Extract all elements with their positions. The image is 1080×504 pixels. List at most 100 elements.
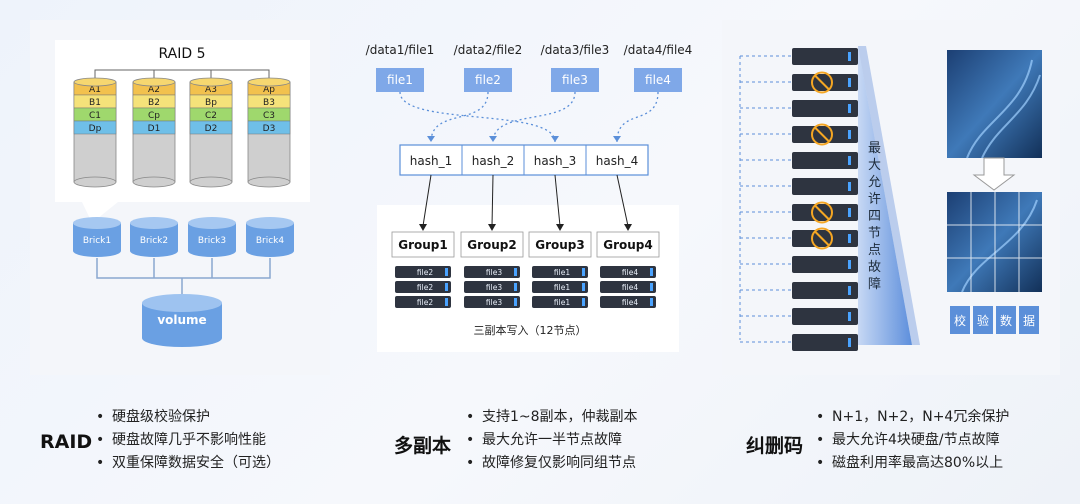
raid-title: RAID 5	[158, 46, 205, 62]
replica-caption: 三副本写入（12节点）	[474, 323, 587, 337]
raid-bracket	[94, 69, 270, 78]
file-path: /data2/file2	[454, 43, 523, 57]
ec-servers	[792, 48, 858, 351]
group-label: Group3	[535, 238, 585, 252]
ec-dashes	[739, 55, 792, 343]
brick-cylinder: Brick4	[246, 217, 294, 257]
raid-bullet: 硬盘故障几乎不影响性能	[96, 429, 280, 452]
raid-block-label: D3	[263, 124, 276, 134]
hash-cell: hash_1	[410, 154, 452, 168]
file-chip-label: file1	[387, 73, 413, 87]
raid-diagram: RAID 5 A1B1C1DpA2B2CpD1A3BpC2D2ApB3C3D3 …	[55, 40, 310, 347]
hash-flow-line	[492, 91, 576, 143]
replica-bullets: 支持1~8副本，仲裁副本 最大允许一半节点故障 故障修复仅影响同组节点	[466, 406, 638, 475]
ec-server	[792, 282, 858, 299]
file-chip	[464, 68, 512, 92]
raid-block-label: D1	[148, 124, 161, 134]
raid-block-label: B3	[263, 98, 275, 108]
raid-block-label: D2	[205, 124, 218, 134]
group-disk-label: file4	[622, 268, 638, 277]
ec-server	[792, 256, 858, 273]
file-path: /data1/file1	[366, 43, 435, 57]
hash-cell: hash_2	[472, 154, 514, 168]
ec-server	[792, 230, 858, 247]
group-arrow	[554, 174, 561, 227]
volume-cylinder: volume	[142, 294, 222, 347]
group-disk	[464, 266, 520, 278]
raid-bullet: 硬盘级校验保护	[96, 406, 280, 429]
group-box	[391, 231, 455, 258]
check-cell-label: 验	[977, 313, 989, 328]
raid-block-label: C1	[89, 111, 101, 121]
hash-cell: hash_3	[534, 154, 576, 168]
ec-check-cells: 校验数据	[950, 306, 1039, 334]
replica-label: 多副本	[394, 435, 452, 457]
ec-server	[792, 308, 858, 325]
ec-beam	[858, 46, 912, 345]
ec-server	[792, 152, 858, 169]
brick-label: Brick4	[256, 236, 285, 246]
dna-image-top	[947, 50, 1042, 158]
group-label: Group4	[603, 238, 653, 252]
hash-flow-line	[399, 91, 556, 143]
ec-label: 纠删码	[746, 435, 804, 457]
group-disk-label: file1	[554, 268, 570, 277]
hash-cell: hash_4	[596, 154, 638, 168]
raid-block-label: Bp	[205, 98, 217, 108]
ec-server	[792, 100, 858, 117]
down-arrow-icon	[972, 157, 1016, 191]
check-cell-label: 校	[954, 313, 966, 328]
raid-block-label: Cp	[148, 111, 160, 121]
group-disk	[532, 266, 588, 278]
file-chip-label: file2	[475, 73, 501, 87]
ec-vertical-text: 最大允许四节点故障	[868, 141, 881, 292]
ec-bullets: N+1，N+2，N+4冗余保护 最大允许4块硬盘/节点故障 磁盘利用率最高达80…	[816, 406, 1009, 475]
raid-label: RAID	[40, 431, 93, 453]
file-chip	[376, 68, 424, 92]
group-disk-label: file4	[622, 283, 638, 292]
raid-block-label: A2	[148, 85, 160, 95]
replica-diagram: /data1/file1file1/data2/file2file2/data3…	[366, 43, 693, 352]
file-path: /data4/file4	[624, 43, 693, 57]
group-disk	[395, 266, 451, 278]
file-chip-label: file4	[645, 73, 671, 87]
replica-bullet: 故障修复仅影响同组节点	[466, 452, 638, 475]
file-chip-label: file3	[562, 73, 588, 87]
group-disk-label: file4	[622, 298, 638, 307]
group-arrow	[616, 174, 629, 227]
brick-label: Brick1	[83, 236, 111, 246]
ec-bullet: 磁盘利用率最高达80%以上	[816, 452, 1009, 475]
group-disk-label: file1	[554, 298, 570, 307]
group-disk	[532, 296, 588, 308]
group-disk	[464, 281, 520, 293]
file-chip	[551, 68, 599, 92]
group-disk-label: file2	[417, 268, 433, 277]
group-disk	[395, 296, 451, 308]
replica-top: /data1/file1file1/data2/file2file2/data3…	[366, 43, 693, 143]
raid-block-label: C2	[205, 111, 217, 121]
hash-flow-line	[430, 91, 489, 143]
check-cell	[950, 306, 970, 334]
group-box	[528, 231, 592, 258]
raid-block-label: Ap	[263, 85, 275, 95]
check-cell	[1019, 306, 1039, 334]
check-cell	[973, 306, 993, 334]
ec-server	[792, 74, 858, 91]
group-disk-label: file2	[417, 283, 433, 292]
group-label: Group2	[467, 238, 517, 252]
raid-block-label: Dp	[89, 124, 102, 134]
raid-block-label: A1	[89, 85, 101, 95]
group-disk	[464, 296, 520, 308]
group-disk-label: file3	[486, 298, 502, 307]
check-cell	[996, 306, 1016, 334]
group-disk	[600, 266, 656, 278]
hash-flow-line	[616, 91, 659, 143]
volume-label: volume	[157, 313, 206, 327]
ec-server	[792, 126, 858, 143]
ec-server	[792, 48, 858, 65]
